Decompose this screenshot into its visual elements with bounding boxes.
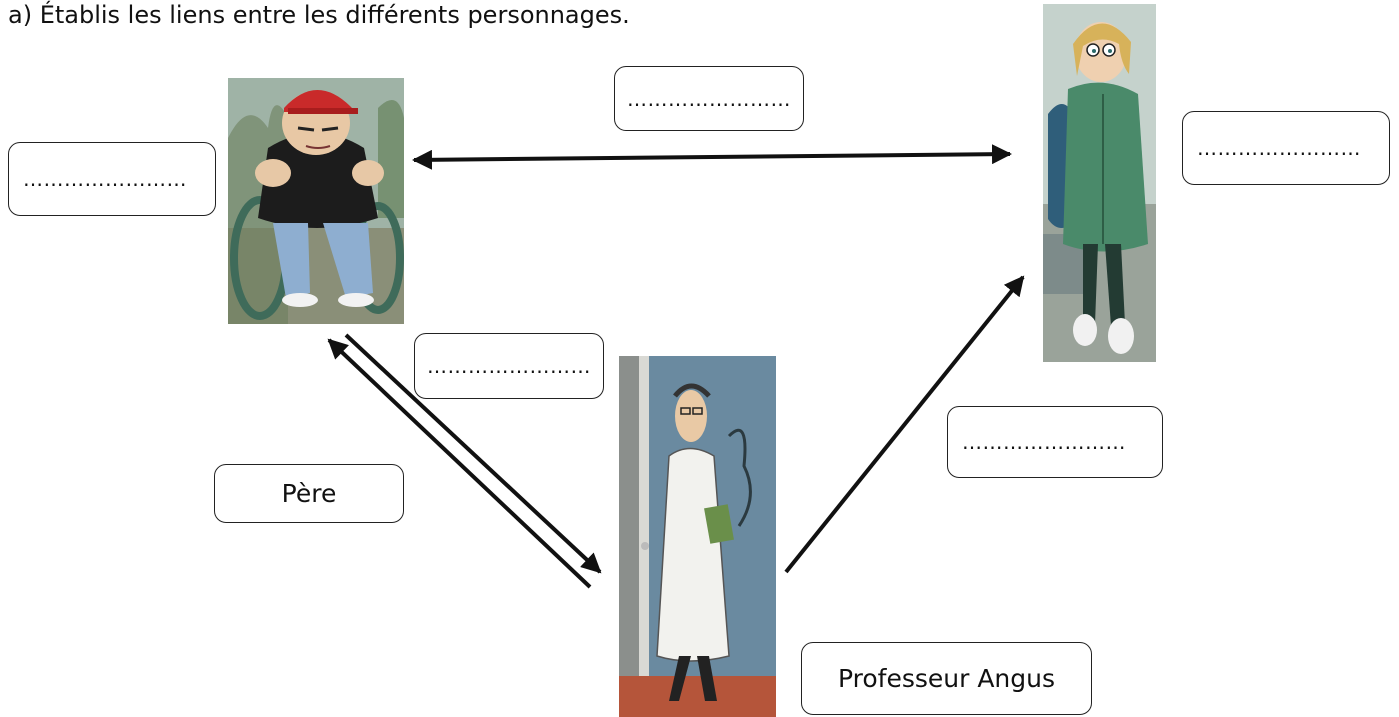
boy-wheelchair-image — [228, 78, 404, 324]
arrow-boy-girl — [412, 144, 1012, 170]
label-middle-left-text: …………………… — [427, 354, 591, 378]
label-right[interactable]: …………………… — [1182, 111, 1390, 185]
arrow-professor-to-girl — [784, 275, 1025, 574]
label-top-center-text: …………………… — [627, 86, 791, 111]
label-middle-right-text: …………………… — [962, 430, 1126, 454]
label-pere-text: Père — [281, 479, 337, 508]
label-middle-left[interactable]: …………………… — [414, 333, 604, 399]
arrow-boy-to-professor — [344, 333, 602, 574]
label-top-center[interactable]: …………………… — [614, 66, 804, 131]
label-middle-right[interactable]: …………………… — [947, 406, 1163, 478]
label-left-text: …………………… — [23, 167, 187, 191]
professor-image — [619, 356, 776, 717]
girl-image — [1043, 4, 1156, 362]
label-professeur[interactable]: Professeur Angus — [801, 642, 1092, 715]
label-professeur-text: Professeur Angus — [837, 664, 1056, 693]
label-left[interactable]: …………………… — [8, 142, 216, 216]
instruction-text: a) Établis les liens entre les différent… — [8, 1, 630, 29]
label-right-text: …………………… — [1197, 136, 1361, 160]
label-pere[interactable]: Père — [214, 464, 404, 523]
arrow-professor-to-boy — [327, 338, 592, 589]
